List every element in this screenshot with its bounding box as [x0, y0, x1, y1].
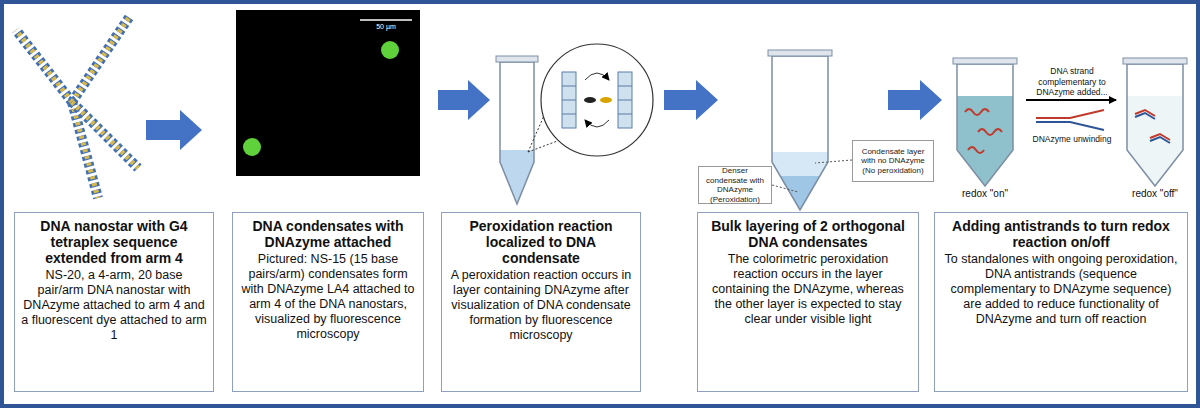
- antistrand: [1135, 113, 1155, 119]
- condensate-droplet: [243, 138, 261, 156]
- condensate-droplet: [381, 41, 399, 59]
- helix-arm: [72, 102, 138, 168]
- tube-lid: [496, 56, 538, 62]
- annotation-label: redox "on": [950, 188, 1020, 200]
- callout-text: Denser condensate with DNAzyme (Peroxida…: [702, 166, 768, 204]
- callout-box: Denser condensate with DNAzyme (Peroxida…: [698, 166, 772, 204]
- tube-on: [953, 58, 1017, 186]
- stage-box: Adding antistrands to turn redox reactio…: [934, 212, 1188, 392]
- dna-nanostar: [16, 16, 138, 198]
- stage-box: DNA nanostar with G4 tetraplex sequence …: [14, 212, 214, 392]
- annotation-label: DNAzyme unwinding: [1026, 134, 1118, 145]
- annotation-label: DNA strand complementary to DNAzyme adde…: [1024, 66, 1120, 98]
- box-body: A peroxidation reaction occurs in layer …: [448, 268, 634, 343]
- tube: [496, 56, 538, 204]
- antistrand: [1036, 122, 1104, 130]
- box-body: Pictured: NS-15 (15 base pairs/arm) cond…: [239, 252, 417, 342]
- antistrand: [1150, 137, 1170, 143]
- base-pair: [618, 86, 632, 87]
- dna-duplex: [618, 72, 632, 128]
- base-pair: [562, 100, 576, 101]
- tube-lid: [953, 58, 1017, 64]
- lower-layer: [780, 176, 820, 210]
- tube-off: [1123, 58, 1187, 186]
- stage-arrow: [664, 80, 718, 120]
- annotation-label: 50 µm: [356, 22, 416, 31]
- stage-box: DNA condensates with DNAzyme attachedPic…: [232, 212, 424, 392]
- box-body: NS-20, a 4-arm, 20 base pair/arm DNA nan…: [21, 268, 207, 343]
- process-arrow: [1026, 99, 1116, 101]
- base-pair: [618, 100, 632, 101]
- stage-box: Peroxidation reaction localized to DNA c…: [441, 212, 641, 392]
- box-heading: Bulk layering of 2 orthogonal DNA conden…: [704, 218, 912, 250]
- base-pair: [562, 114, 576, 115]
- tube-outline: [957, 64, 1013, 186]
- box-heading: Adding antistrands to turn redox reactio…: [941, 218, 1181, 250]
- base-pair: [562, 86, 576, 87]
- base-pair: [618, 114, 632, 115]
- callout-box: Condensate layer with no DNAzyme (No per…: [852, 140, 934, 182]
- dna-duplex: [562, 72, 576, 128]
- tube-liquid: [1127, 96, 1183, 186]
- stage-arrow: [438, 80, 490, 120]
- product: [600, 97, 612, 103]
- helix-arm: [16, 30, 72, 102]
- upper-layer: [772, 152, 828, 176]
- box-body: To standalones with ongoing peroxidation…: [941, 252, 1181, 327]
- helix-arm: [72, 102, 138, 168]
- dnazyme-strand: [978, 129, 1002, 135]
- helix-arm: [72, 16, 130, 102]
- box-heading: Peroxidation reaction localized to DNA c…: [448, 218, 634, 266]
- scale-bar: [360, 19, 412, 21]
- reaction-arrow: [585, 120, 609, 127]
- tube-outline: [772, 56, 828, 210]
- tube-liquid: [957, 96, 1013, 186]
- box-heading: DNA condensates with DNAzyme attached: [239, 218, 417, 250]
- tube-lid: [768, 50, 832, 56]
- tube-lid: [1123, 58, 1187, 64]
- magnified-view: [541, 44, 653, 156]
- substrate: [584, 97, 596, 103]
- helix-arm: [72, 102, 98, 198]
- stage-arrow: [146, 110, 202, 150]
- dnazyme-strand: [968, 147, 984, 153]
- tube-outline: [1127, 64, 1183, 186]
- helix-arm: [72, 102, 98, 198]
- tube-outline: [500, 62, 534, 204]
- zoom-line: [528, 140, 560, 152]
- leader-line: [815, 160, 852, 163]
- dnazyme-strand: [965, 109, 989, 115]
- stage-arrow: [888, 80, 942, 120]
- helix-arm: [16, 30, 72, 102]
- tube-liquid: [500, 150, 534, 204]
- leader-line: [772, 185, 798, 192]
- dnazyme-strand: [1036, 110, 1104, 118]
- microscopy-image: [236, 10, 420, 176]
- box-heading: DNA nanostar with G4 tetraplex sequence …: [21, 218, 207, 266]
- reaction-schematic: [562, 72, 632, 128]
- helix-arm: [72, 16, 130, 102]
- callout-text: Condensate layer with no DNAzyme (No per…: [856, 147, 930, 176]
- annotation-label: redox "off": [1120, 188, 1190, 200]
- stage-box: Bulk layering of 2 orthogonal DNA conden…: [697, 212, 919, 392]
- reaction-arrow: [585, 73, 609, 80]
- layered-tube: [768, 50, 832, 210]
- box-body: The colorimetric peroxidation reaction o…: [704, 252, 912, 327]
